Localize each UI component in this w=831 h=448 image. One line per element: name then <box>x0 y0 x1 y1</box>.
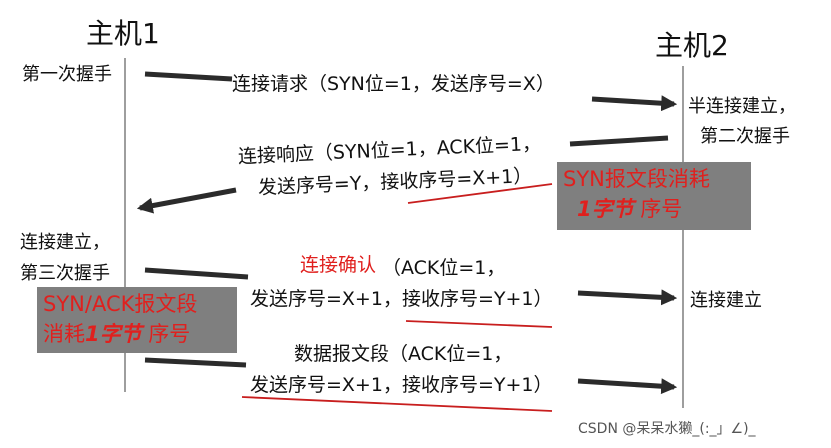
synack-note-rest: 序号 <box>141 322 191 346</box>
watermark: CSDN @呆呆水獭_(:_」∠)_ <box>578 421 756 437</box>
syn-note-line1: SYN报文段消耗 <box>563 167 710 191</box>
synack-consumes-seq-note: SYN/ACK报文段 消耗1字节 序号 <box>37 287 237 353</box>
second-handshake-label: 第二次握手 <box>700 126 790 147</box>
arrow-data-tail <box>144 357 247 368</box>
syn-note-rest: 序号 <box>633 197 683 221</box>
host2-title: 主机2 <box>655 29 729 62</box>
connection-established-label: 连接建立 <box>690 290 762 311</box>
syn-consumes-seq-note: SYN报文段消耗 1字节 序号 <box>557 162 751 230</box>
arrow-response-head <box>136 187 237 214</box>
underline-confirm-fields <box>405 320 553 328</box>
synack-note-line2: 消耗1字节 序号 <box>43 319 231 349</box>
arrow-data-head <box>577 378 678 395</box>
underline-ack-xplus1 <box>407 183 553 204</box>
synack-note-bold: 1字节 <box>85 322 142 346</box>
confirm-message-line2: 发送序号=X+1，接收序号=Y+1） <box>250 290 553 309</box>
confirm-ack-seq: 接收序号=Y+1） <box>401 288 553 310</box>
confirm-send-seq: 发送序号=X+1， <box>250 288 402 310</box>
confirm-title: 连接确认 <box>300 254 377 276</box>
syn-note-bold: 1字节 <box>577 197 634 221</box>
arrow-request-head <box>591 95 678 112</box>
synack-note-pre: 消耗 <box>43 322 85 346</box>
data-segment-line1: 数据报文段（ACK位=1， <box>294 343 513 365</box>
host1-title: 主机1 <box>86 17 160 50</box>
established-label: 连接建立， <box>20 232 110 253</box>
data-segment-line2: 发送序号=X+1，接收序号=Y+1） <box>250 374 553 396</box>
confirm-message-line1: （ACK位=1， <box>382 257 506 279</box>
syn-note-line2: 1字节 序号 <box>563 194 745 224</box>
first-handshake-label: 第一次握手 <box>22 64 112 85</box>
third-handshake-label: 第三次握手 <box>20 263 110 284</box>
underline-data-fields <box>241 396 553 412</box>
half-established-label: 半连接建立， <box>688 96 796 117</box>
arrow-confirm-head <box>577 289 678 306</box>
synack-note-line1: SYN/ACK报文段 <box>43 292 198 316</box>
request-message: 连接请求（SYN位=1，发送序号=X） <box>232 73 555 95</box>
arrow-response-tail <box>569 135 669 147</box>
arrow-confirm-tail <box>144 267 249 280</box>
arrow-request-tail <box>144 71 233 82</box>
